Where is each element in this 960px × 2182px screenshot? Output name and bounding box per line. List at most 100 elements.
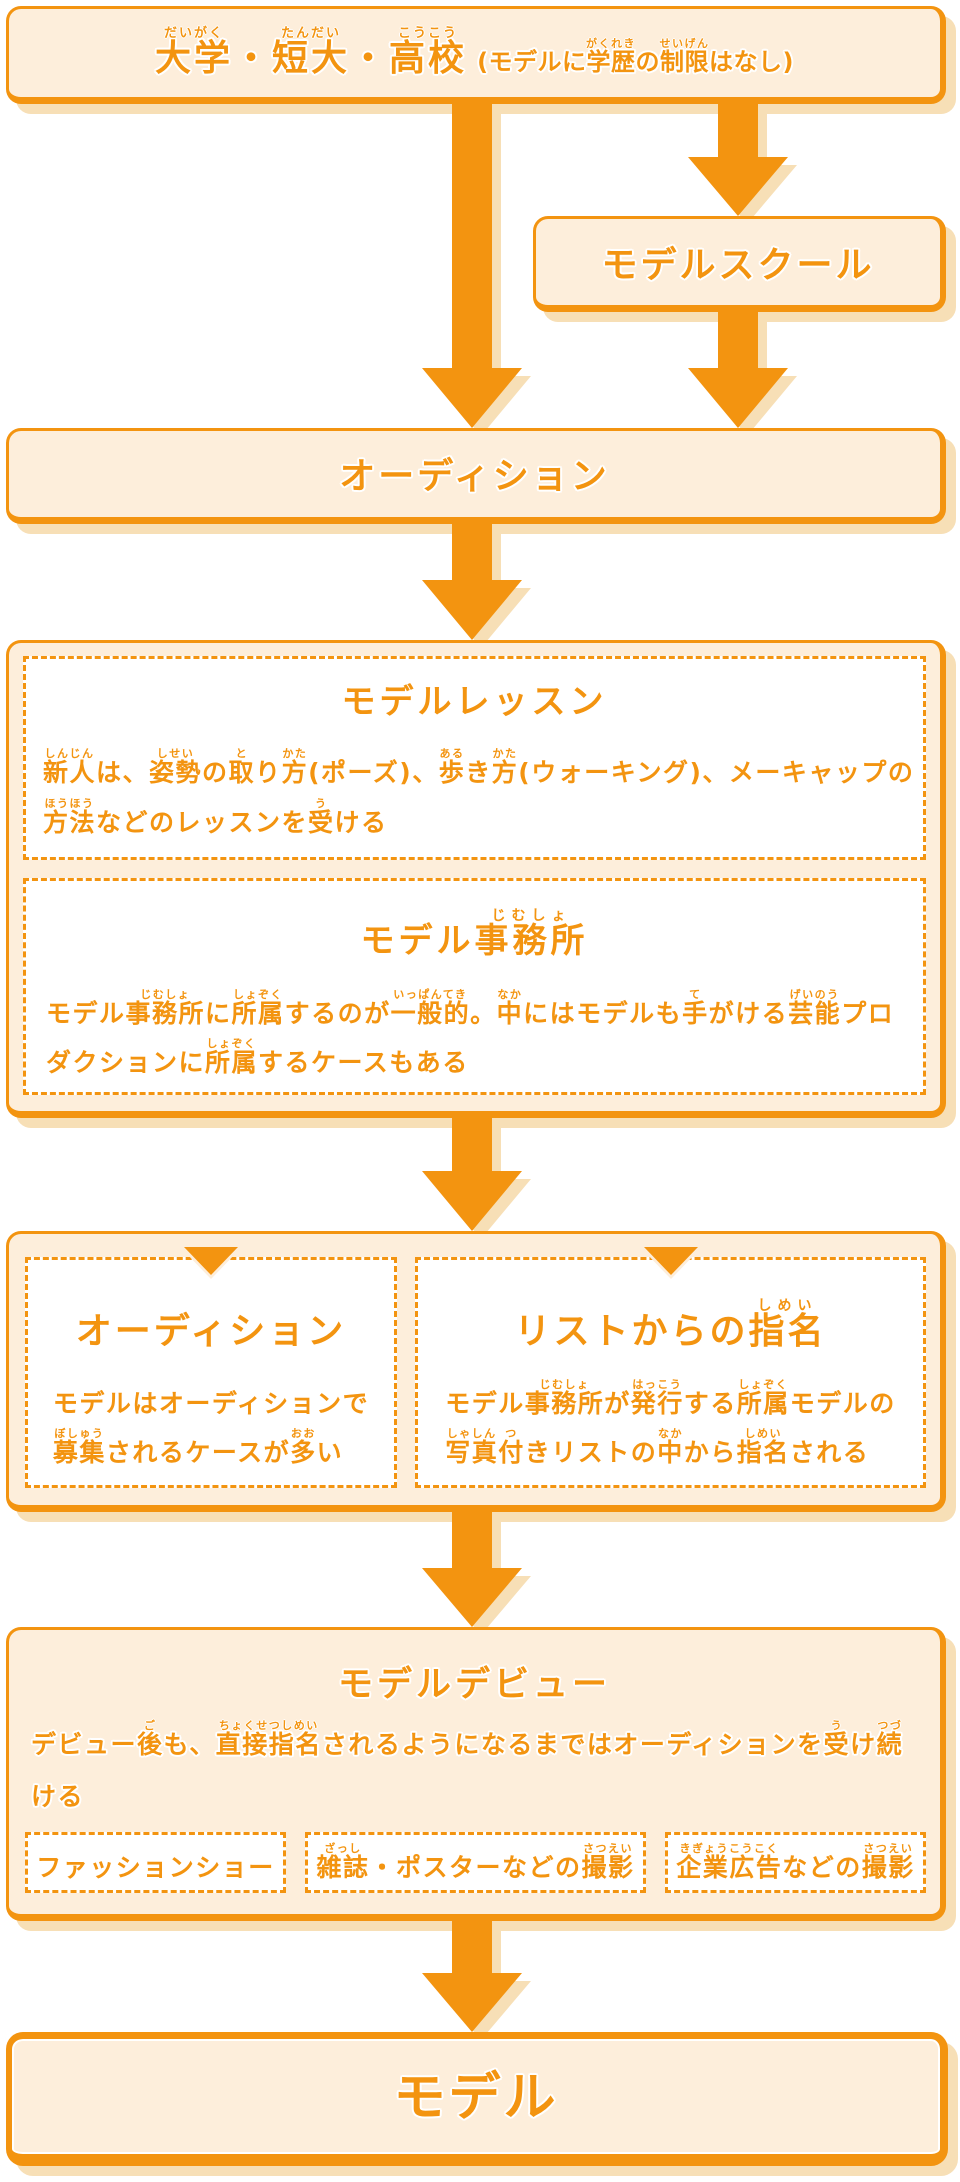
model-lesson-title: モデルレッスン [341,682,608,722]
ruby-base: 芸能 [788,999,842,1028]
ruby-word: 指名しめい [737,1428,790,1465]
ruby-base: 方 [491,758,519,787]
education-note: (モデルに学歴がくれきの制限せいげんはなし) [477,38,794,76]
ruby-reading: ざっし [324,1842,362,1855]
debut-body-line: デビュー後ごも、直接指名ちょくせつしめいされるようになるまではオーディションを受… [31,1720,904,1759]
model-agency-body-line: ダクションに所属しょぞくするケースもある [46,1038,469,1075]
text-segment: が [604,1389,631,1418]
ruby-word: 後ご [137,1720,164,1757]
ruby-word: 撮影さつえい [861,1843,915,1882]
debut-job-label: 雑誌ざっし・ポスターなどの撮影さつえい [308,1843,643,1882]
ruby-word: 所属しょぞく [205,1038,258,1075]
debut-body-line: ける [31,1784,84,1809]
ruby-base: 方法 [43,808,97,837]
text-segment: き [465,758,492,787]
ruby-base: 企業広告 [676,1853,783,1882]
text-segment: プロ [841,999,895,1028]
ruby-reading: なか [497,988,523,1001]
text-segment: ける [31,1782,85,1811]
audition-title: オーディション [339,456,610,497]
ruby-base: 方 [281,758,309,787]
ruby-word: 直接指名ちょくせつしめい [216,1720,322,1757]
arrow-education-to-model-school [688,103,788,216]
ruby-word: 学歴がくれき [586,38,636,76]
arrow-training-to-casting [422,1117,522,1231]
ruby-reading: と [235,747,249,760]
debut-job-corporate-ads: 企業広告きぎょうこうこくなどの撮影さつえい [665,1832,926,1893]
arrow-shadow [697,111,797,224]
arrow-shadow [431,1519,531,1635]
ruby-reading: かた [282,747,308,760]
text-segment: がける [708,999,789,1028]
ruby-reading: おお [290,1427,316,1440]
text-segment: にはモデルも [523,999,683,1028]
ruby-base: 歩 [438,758,466,787]
ruby-base: 撮影 [861,1853,915,1882]
text-segment: モデル [46,999,126,1028]
model-final-box: モデル [6,2032,948,2166]
ruby-word: 写真しゃしん [445,1428,498,1465]
model-school-step-box: モデルスクール [533,216,946,312]
ruby-base: 撮影 [581,1853,635,1882]
ruby-base: 発行 [630,1389,684,1418]
text-segment: は、 [96,758,150,787]
debut-step-box: モデルデビュー デビュー後ごも、直接指名ちょくせつしめいされるようになるまではオ… [6,1627,946,1921]
ruby-word: 取と [228,748,256,787]
text-segment: されるケースが [105,1438,291,1467]
text-segment: (モデルに [477,48,587,76]
arrow-shadow [431,1928,531,2040]
text-segment: の [202,758,229,787]
ruby-reading: きぎょうこうこく [679,1842,779,1855]
ruby-word: 続つづ [877,1720,904,1757]
model-school-title: モデルスクール [601,245,875,286]
debut-job-fashion-show: ファッションショー [25,1832,286,1893]
text-segment: されるようになるまではオーディションを [321,1730,824,1759]
training-step-box: モデルレッスン 新人しんじんは、姿勢しせいの取とり方かた(ポーズ)、歩あるき方か… [6,640,946,1118]
text-segment: から [683,1438,737,1467]
ruby-reading: げいのう [789,988,840,1001]
ruby-word: 中なか [657,1428,684,1467]
ruby-base: 事務所 [524,1389,605,1418]
ruby-reading: じむしょ [539,1378,590,1391]
text-segment: モデル [445,1389,525,1418]
ruby-base: 取 [228,758,256,787]
ruby-reading: つ [505,1427,518,1440]
ruby-reading: こうこう [398,26,459,41]
debut-job-label: 企業広告きぎょうこうこくなどの撮影さつえい [668,1843,923,1882]
ruby-base: 学歴 [586,48,636,76]
ruby-reading: たんだい [281,26,342,41]
text-segment: 。 [470,999,497,1028]
ruby-word: 高校こうこう [389,27,468,79]
text-segment: い [316,1438,344,1467]
arrow-shadow [431,111,531,436]
ruby-reading: ちょくせつしめい [218,1719,319,1732]
ruby-reading: しめい [744,1427,783,1440]
ruby-word: 芸能げいのう [788,989,842,1028]
ruby-reading: かた [492,747,518,760]
ruby-reading: せいげん [659,37,710,50]
model-lesson-body-line: 方法ほうほうなどのレッスンを受うける [43,798,388,837]
ruby-base: 中 [657,1438,684,1467]
ruby-reading: じむしょ [491,908,572,924]
text-segment: ・ [233,38,273,79]
ruby-reading: がくれき [586,37,637,50]
text-segment: ・ [350,38,390,79]
casting-list-title: リストからの指名しめい [418,1299,923,1350]
ruby-word: 新人しんじん [43,748,96,785]
ruby-word: 受う [824,1720,851,1757]
casting-list-body-line: 写真しゃしん付つきリストの中なかから指名しめいされる [445,1428,896,1489]
ruby-reading: さつえい [863,1842,914,1855]
text-segment: はなし) [709,48,794,76]
ruby-base: 雑誌 [316,1853,370,1882]
ruby-reading: じむしょ [140,988,191,1001]
arrow-debut-to-model [422,1920,522,2032]
casting-list-panel: リストからの指名しめい モデル事務所じむしょが発行はっこうする所属しょぞくモデル… [415,1247,926,1489]
ruby-word: 歩ある [438,748,466,787]
casting-list-body: モデル事務所じむしょが発行はっこうする所属しょぞくモデルの 写真しゃしん付つきリ… [418,1379,923,1489]
casting-audition-title: オーディション [75,1311,347,1352]
casting-list-body-line: モデル事務所じむしょが発行はっこうする所属しょぞくモデルの [445,1379,896,1440]
text-segment: ファッションショー [36,1853,275,1882]
ruby-word: 所属しょぞく [737,1379,790,1416]
ruby-base: 高校 [389,38,468,79]
ruby-word: 指名しめい [749,1299,827,1350]
